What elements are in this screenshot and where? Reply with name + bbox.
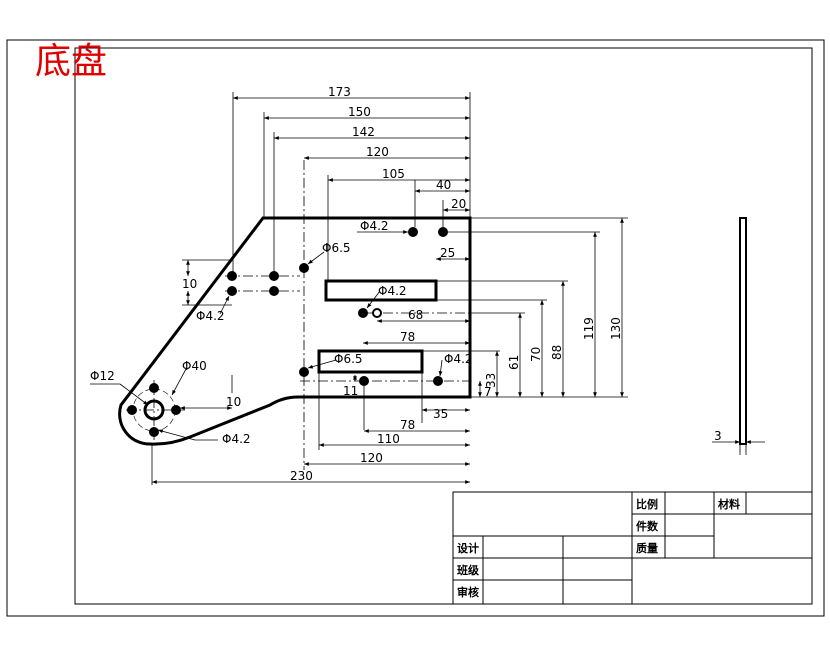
- hole-open: [372, 308, 382, 318]
- dim-120-top: 120: [366, 145, 389, 159]
- part-outline: [118, 216, 472, 446]
- dim-11: 11: [343, 384, 358, 398]
- dim-25: 25: [440, 246, 455, 260]
- dim-10-bot: 10: [226, 395, 241, 409]
- dim-lines-h: [152, 96, 470, 484]
- dim-33: 33: [484, 373, 498, 388]
- dim-lines-v: [186, 218, 624, 397]
- dia-6-5-bot: Φ6.5: [334, 352, 363, 366]
- dim-40: 40: [436, 178, 451, 192]
- drawing-title: 底盘: [35, 41, 107, 82]
- dim-78-bot: 78: [400, 418, 415, 432]
- dia-4-2-mid: Φ4.2: [378, 284, 407, 298]
- dim-119: 119: [582, 317, 596, 340]
- dim-7: 7: [484, 385, 492, 399]
- dim-230: 230: [290, 469, 313, 483]
- extension-lines: [151, 92, 628, 485]
- dim-3: 3: [714, 429, 722, 443]
- side-view-plate: [739, 217, 747, 445]
- tb-class: 班级: [457, 563, 480, 577]
- dim-61: 61: [507, 355, 521, 370]
- dimension-texts: 173 150 142 120 105 40 20 25 68 78 78 11…: [90, 85, 722, 483]
- tb-review: 审核: [457, 585, 479, 599]
- dia-4-2-bot: Φ4.2: [222, 432, 251, 446]
- dim-142: 142: [352, 125, 375, 139]
- dim-68: 68: [408, 308, 423, 322]
- tb-count: 件数: [636, 519, 659, 533]
- dim-35: 35: [433, 407, 448, 421]
- dia-4-2-top: Φ4.2: [360, 219, 389, 233]
- dia-12: Φ12: [90, 369, 115, 383]
- leader-lines: [90, 230, 443, 441]
- dim-173: 173: [328, 85, 351, 99]
- dim-88: 88: [550, 345, 564, 360]
- dia-6-5-top: Φ6.5: [322, 241, 351, 255]
- dim-10-top: 10: [182, 277, 197, 291]
- outer-border: [6, 39, 825, 617]
- slot-upper: [324, 279, 438, 302]
- dim-110: 110: [377, 432, 400, 446]
- dia-4-2-right: Φ4.2: [444, 352, 473, 366]
- dim-105: 105: [382, 167, 405, 181]
- dim-120-bot: 120: [360, 451, 383, 465]
- dia-40: Φ40: [182, 359, 207, 373]
- side-view-dims: [712, 440, 765, 455]
- title-block: [452, 491, 813, 605]
- dim-150: 150: [348, 105, 371, 119]
- holes: [127, 227, 448, 437]
- title-block-labels: 比例 材料 件数 质量 设计 班级 审核: [457, 497, 740, 599]
- dim-130: 130: [609, 317, 623, 340]
- tb-mass: 质量: [636, 541, 658, 555]
- slot-lower: [317, 349, 424, 374]
- dim-70: 70: [529, 347, 543, 362]
- dim-20: 20: [451, 197, 466, 211]
- dia-4-2-left: Φ4.2: [196, 309, 225, 323]
- tb-design: 设计: [457, 541, 479, 555]
- tb-ratio: 比例: [636, 497, 658, 511]
- tb-material: 材料: [718, 497, 740, 511]
- dim-78-mid: 78: [400, 330, 415, 344]
- inner-frame: [74, 47, 813, 605]
